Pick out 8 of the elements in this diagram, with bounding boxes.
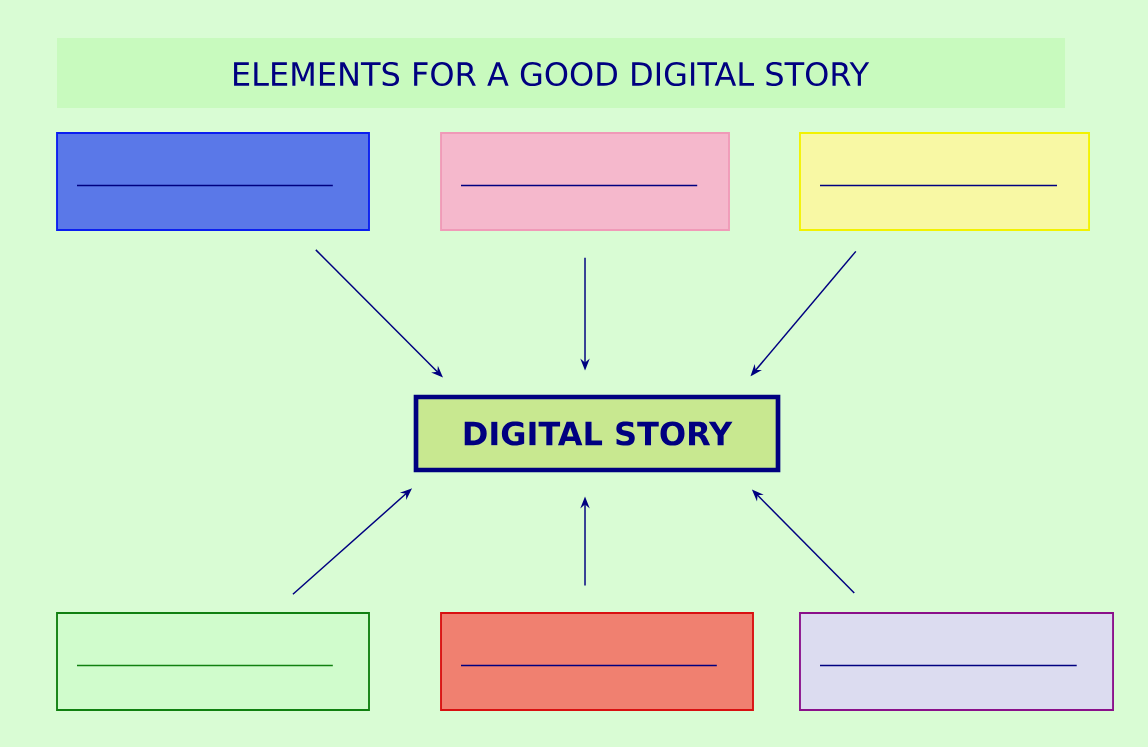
fill-in-box xyxy=(440,132,730,231)
title-band: ELEMENTS FOR A GOOD DIGITAL STORY xyxy=(57,38,1065,108)
fill-in-box xyxy=(440,612,754,711)
fill-in-box xyxy=(56,612,370,711)
fill-in-box xyxy=(799,132,1090,231)
fill-in-box xyxy=(56,132,370,231)
center-box: DIGITAL STORY xyxy=(413,394,781,473)
fill-in-box xyxy=(799,612,1114,711)
